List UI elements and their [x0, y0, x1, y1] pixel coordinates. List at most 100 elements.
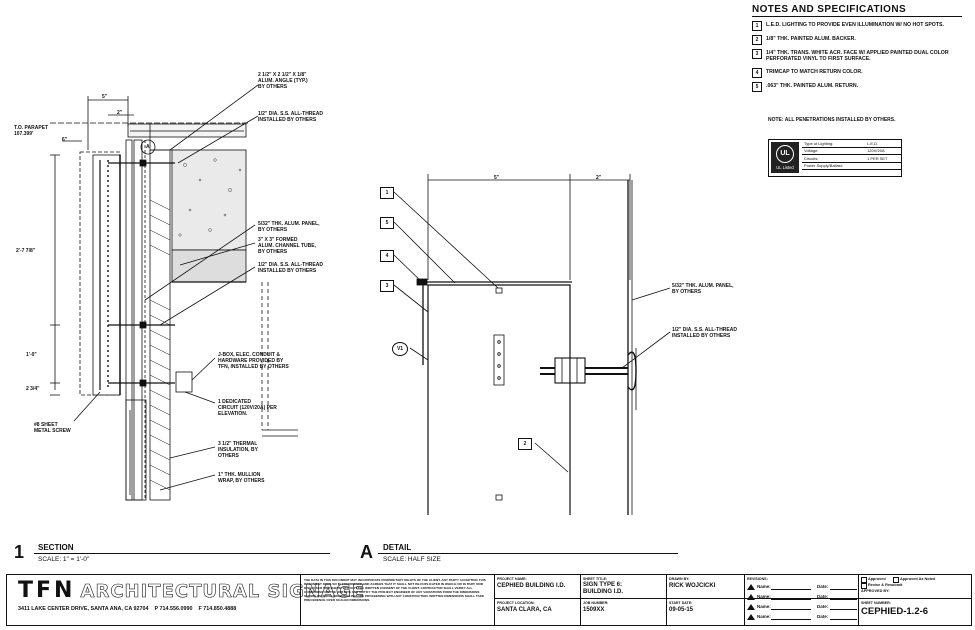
start-date-label: START DATE: — [669, 601, 693, 605]
section-dim-2-3-4: 2 3/4" — [26, 386, 40, 392]
sheet-number-label: SHEET NUMBER: — [861, 601, 891, 605]
notes-title: NOTES AND SPECIFICATIONS — [752, 4, 907, 15]
revision-name-line — [771, 609, 811, 610]
ul-listing-block: UL UL Listed Type of Lighting:L.E.D. Vol… — [768, 139, 902, 177]
detail-callout-3: 3 — [380, 280, 394, 292]
section-title: SECTION — [38, 543, 74, 552]
section-label-allthread-top: 1/2" DIA. S.S. ALL-THREAD INSTALLED BY O… — [258, 111, 323, 123]
revision-date-line — [830, 619, 857, 620]
title-h-divider — [494, 598, 934, 599]
detail-label-panel: 5/32" THK. ALUM. PANEL, BY OTHERS — [672, 283, 734, 295]
table-row: Type of Lighting:L.E.D. — [802, 140, 901, 148]
company-address: 3411 LAKE CENTER DRIVE, SANTA ANA, CA 92… — [18, 606, 237, 612]
section-dim-5: 5" — [102, 94, 108, 100]
title-h-divider — [858, 598, 972, 599]
triangle-icon — [747, 594, 755, 600]
title-divider — [580, 574, 581, 626]
section-title-underline — [34, 553, 330, 554]
disclaimer: THE DATA IN THIS DOCUMENT MAY INCORPORAT… — [304, 578, 486, 602]
approval-row: Approved Approved As Noted — [861, 577, 969, 583]
project-location: SANTA CLARA, CA — [497, 607, 552, 613]
title-divider — [858, 574, 859, 626]
section-dim-6: 6" — [62, 137, 68, 143]
section-dim-2: 2" — [117, 110, 123, 116]
detail-title-underline — [378, 553, 678, 554]
ul-logo: UL UL Listed — [771, 142, 799, 173]
start-date: 09-05-15 — [669, 607, 694, 613]
logo-tfn: TFN — [18, 578, 76, 603]
table-row: Voltage:120V/20A — [802, 147, 901, 155]
detail-drawing — [393, 174, 671, 515]
section-drawing — [50, 84, 298, 501]
table-row: Circuits:1 PER SET — [802, 154, 901, 163]
job-number-label: JOB NUMBER: — [583, 601, 609, 605]
section-label-jbox: J-BOX, ELEC. CONDUIT & HARDWARE PROVIDED… — [218, 352, 289, 370]
sheet-title: SIGN TYPE 6: BUILDING I.D. — [583, 582, 623, 595]
revision-name-line — [771, 599, 811, 600]
penetrations-note: NOTE: ALL PENETRATIONS INSTALLED BY OTHE… — [768, 117, 896, 123]
sheet-title-label: SHEET TITLE: — [583, 577, 608, 581]
revision-row: Name: Date: — [747, 604, 857, 612]
job-number: 1509XX — [583, 607, 605, 613]
detail-callout-4: 4 — [380, 250, 394, 262]
detail-label-allthread: 1/2" DIA. S.S. ALL-THREAD INSTALLED BY O… — [672, 327, 737, 339]
sheet-number: CEPHIED-1.2-6 — [861, 606, 929, 617]
detail-dim-2: 2" — [596, 175, 602, 181]
ul-logo-text: UL Listed — [776, 165, 794, 170]
table-row: Power Supply/Ballast: — [802, 162, 901, 170]
drawn-by: RICK WOJCICKI — [669, 583, 716, 589]
title-block — [6, 574, 972, 626]
detail-scale: SCALE: HALF SIZE — [383, 556, 441, 563]
section-label-screw: #8 SHEET METAL SCREW — [34, 422, 71, 434]
triangle-icon — [747, 614, 755, 620]
triangle-icon — [747, 584, 755, 590]
section-label-angle: 2 1/2" X 2 1/2" X 1/8" ALUM. ANGLE (TYP.… — [258, 72, 308, 90]
ul-specs-table: Type of Lighting:L.E.D. Voltage:120V/20A… — [802, 140, 901, 170]
section-label-parapet: T.O. PARAPET 107.399' — [14, 125, 49, 137]
revision-name-line — [771, 619, 811, 620]
detail-title-letter: A — [360, 542, 373, 562]
section-label-insulation: 3 1/2" THERMAL INSULATION, BY OTHERS — [218, 441, 258, 459]
section-label-panel: 5/32" THK. ALUM. PANEL, BY OTHERS — [258, 221, 320, 233]
drawn-by-label: DRAWN BY: — [669, 577, 690, 581]
notes-title-underline — [752, 16, 962, 17]
triangle-icon — [747, 604, 755, 610]
revision-row: Name: Date: — [747, 614, 857, 622]
approved-checkbox[interactable] — [861, 577, 867, 583]
detail-dim-5: 5" — [494, 175, 500, 181]
section-dim-height: 2'-7 7/8" — [16, 248, 36, 254]
title-divider — [300, 574, 301, 626]
project-name-label: PROJECT NAME: — [497, 577, 527, 581]
section-label-allthread-mid: 1/2" DIA. S.S. ALL-THREAD INSTALLED BY O… — [258, 262, 323, 274]
ul-mark-icon: UL — [776, 145, 794, 163]
section-dim-1ft: 1'-0" — [26, 352, 37, 358]
detail-callout-5: 5 — [380, 217, 394, 229]
revision-name-line — [771, 589, 811, 590]
detail-callout-1: 1 — [380, 187, 394, 199]
section-callout-a: A — [146, 144, 150, 150]
revisions-label: REVISIONS: — [747, 577, 768, 581]
detail-callout-2: 2 — [518, 438, 532, 450]
revision-date-line — [830, 599, 857, 600]
section-title-number: 1 — [14, 542, 25, 562]
detail-title: DETAIL — [383, 543, 412, 552]
approved-noted-checkbox[interactable] — [893, 577, 899, 583]
detail-callout-v1: V1 — [392, 342, 408, 356]
title-divider — [494, 574, 495, 626]
section-label-mullion: 1" THK. MULLION WRAP, BY OTHERS — [218, 472, 265, 484]
approval-row: Revise & Resubmit — [861, 583, 969, 589]
section-label-circuit: 1 DEDICATED CIRCUIT (120V/20A) PER ELEVA… — [218, 399, 277, 417]
revision-row: Name: Date: — [747, 594, 857, 602]
revision-row: Name: Date: — [747, 584, 857, 592]
title-divider — [744, 574, 745, 626]
project-name: CEPHIED BUILDING I.D. — [497, 583, 566, 589]
approved-by: APPROVED BY: — [861, 589, 890, 593]
section-label-channel: 3" X 3" FORMED ALUM. CHANNEL TUBE, BY OT… — [258, 237, 316, 255]
section-scale: SCALE: 1" = 1'-0" — [38, 556, 90, 563]
logo-name: ARCHITECTURAL SIGNAGE — [80, 581, 366, 603]
company-logo: TFN ARCHITECTURAL SIGNAGE — [18, 578, 366, 603]
revision-date-line — [830, 589, 857, 590]
approval-box: Approved Approved As Noted Revise & Resu… — [861, 577, 969, 595]
project-location-label: PROJECT LOCATION: — [497, 601, 535, 605]
revise-checkbox[interactable] — [861, 583, 867, 589]
